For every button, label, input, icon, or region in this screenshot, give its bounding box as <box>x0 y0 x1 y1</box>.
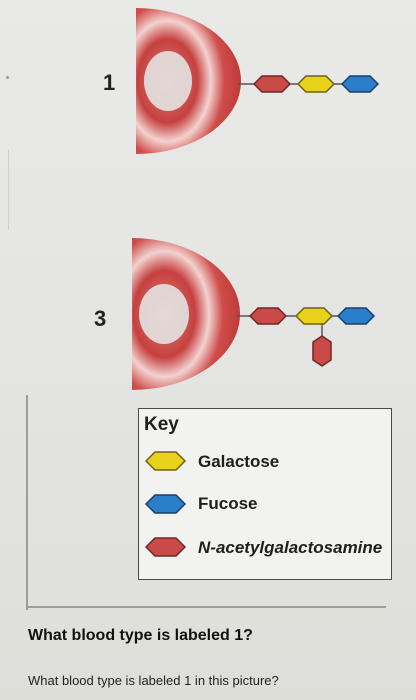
panel-border-left <box>26 395 28 610</box>
key-label-galactose: Galactose <box>198 452 280 471</box>
cells-diagram <box>132 8 380 390</box>
key-title: Key <box>144 414 179 435</box>
cell-label-3: 3 <box>94 306 107 331</box>
yellow-hexagon-icon <box>144 451 187 471</box>
yellow-hexagon-icon <box>294 307 334 325</box>
yellow-hexagon-icon <box>296 75 336 93</box>
edge-dot <box>6 76 9 79</box>
red-blood-cell-3 <box>132 238 240 390</box>
cell-label-1: 1 <box>103 70 116 95</box>
red-hexagon-icon <box>252 75 292 93</box>
key-icons <box>144 451 187 557</box>
blue-hexagon-icon <box>144 494 187 514</box>
panel-border-bottom <box>26 606 386 608</box>
question-text: What blood type is labeled 1 in this pic… <box>28 673 279 688</box>
red-hexagon-icon <box>312 335 332 367</box>
edge-divider <box>8 150 9 230</box>
blue-hexagon-icon <box>336 307 376 325</box>
question-title: What blood type is labeled 1? <box>28 627 253 644</box>
key-label-n-acetylgalactosamine: N-acetylgalactosamine <box>198 538 383 557</box>
blue-hexagon-icon <box>340 75 380 93</box>
red-hexagon-icon <box>144 537 187 557</box>
red-hexagon-icon <box>248 307 288 325</box>
key-label-fucose: Fucose <box>198 494 258 513</box>
red-blood-cell-1 <box>136 8 241 154</box>
